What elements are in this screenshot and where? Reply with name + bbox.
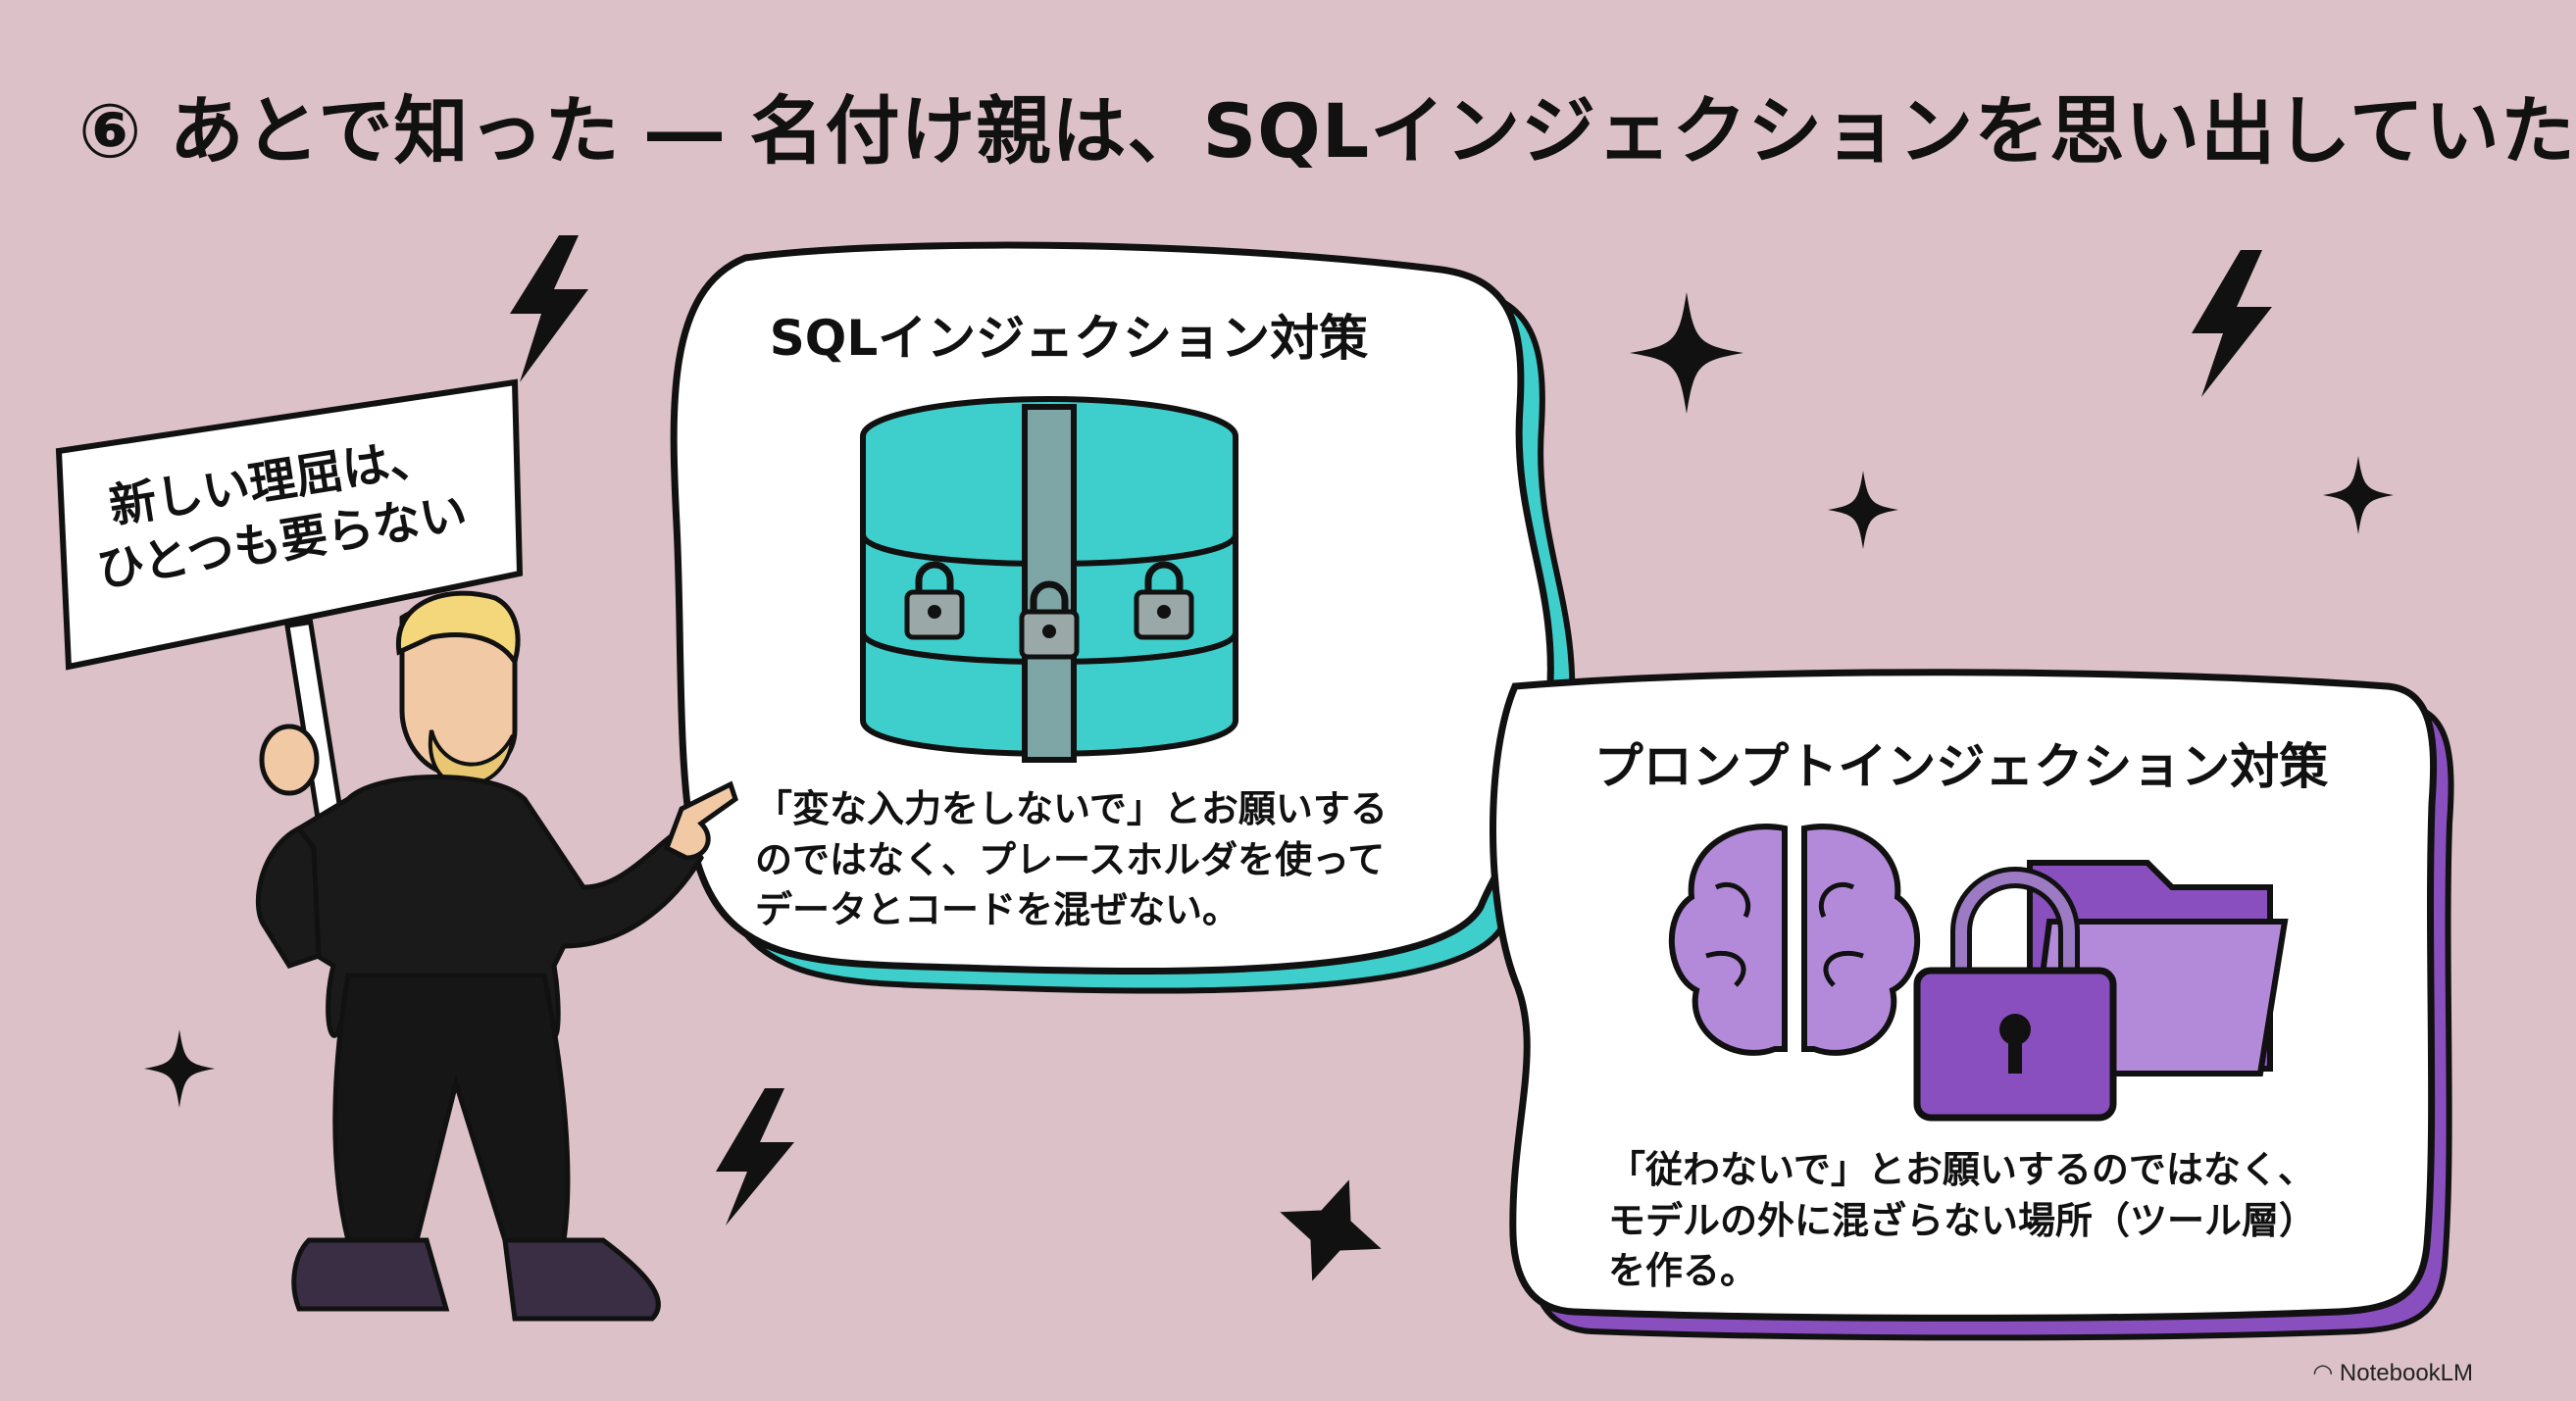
sql-card xyxy=(670,241,1576,994)
brand-watermark: ◠ NotebookLM xyxy=(2312,1359,2473,1387)
background-decorations xyxy=(144,235,2394,1281)
prompt-card-body-line: 「従わないで」とお願いするのではなく、 xyxy=(1608,1148,2315,1191)
lightning-icon xyxy=(510,235,588,382)
sql-card-body-line: データとコードを混ぜない。 xyxy=(755,888,1240,932)
person-head xyxy=(395,590,521,787)
database-lock-icon xyxy=(860,396,1238,763)
notebooklm-logo-icon: ◠ xyxy=(2312,1360,2340,1386)
prompt-card-body-line: モデルの外に混ざらない場所（ツール層） xyxy=(1608,1198,2317,1242)
jacket xyxy=(267,775,704,1038)
sql-card-body-line: 「変な入力をしないで」とお願いする xyxy=(755,787,1388,830)
sql-card-body: 「変な入力をしないで」とお願いする のではなく、プレースホルダを使って データと… xyxy=(755,784,1441,936)
protest-sign xyxy=(55,378,524,862)
lightning-icon xyxy=(2192,250,2272,397)
sparkle-icon xyxy=(1828,471,1898,549)
prompt-card xyxy=(1490,669,2454,1341)
prompt-card-body: 「従わないで」とお願いするのではなく、 モデルの外に混ざらない場所（ツール層） … xyxy=(1608,1145,2412,1297)
padlock-icon xyxy=(1913,867,2117,1122)
sparkle-icon xyxy=(1630,292,1743,414)
sparkle-icon xyxy=(144,1029,215,1108)
character-illustration xyxy=(55,378,738,1322)
brain-icon xyxy=(1669,824,1920,1056)
sparkle-icon xyxy=(1280,1179,1382,1281)
brand-label: NotebookLM xyxy=(2339,1360,2473,1386)
sql-card-body-line: のではなく、プレースホルダを使って xyxy=(755,837,1386,881)
sql-card-title: SQLインジェクション対策 xyxy=(769,310,1369,367)
lightning-icon xyxy=(716,1088,794,1226)
prompt-card-body-line: を作る。 xyxy=(1608,1249,1758,1293)
prompt-card-title: プロンプトインジェクション対策 xyxy=(1593,738,2329,795)
page-title: ⑥ あとで知った ― 名付け親は、SQLインジェクションを思い出していた xyxy=(78,87,2576,175)
sparkle-icon xyxy=(2323,456,2394,534)
